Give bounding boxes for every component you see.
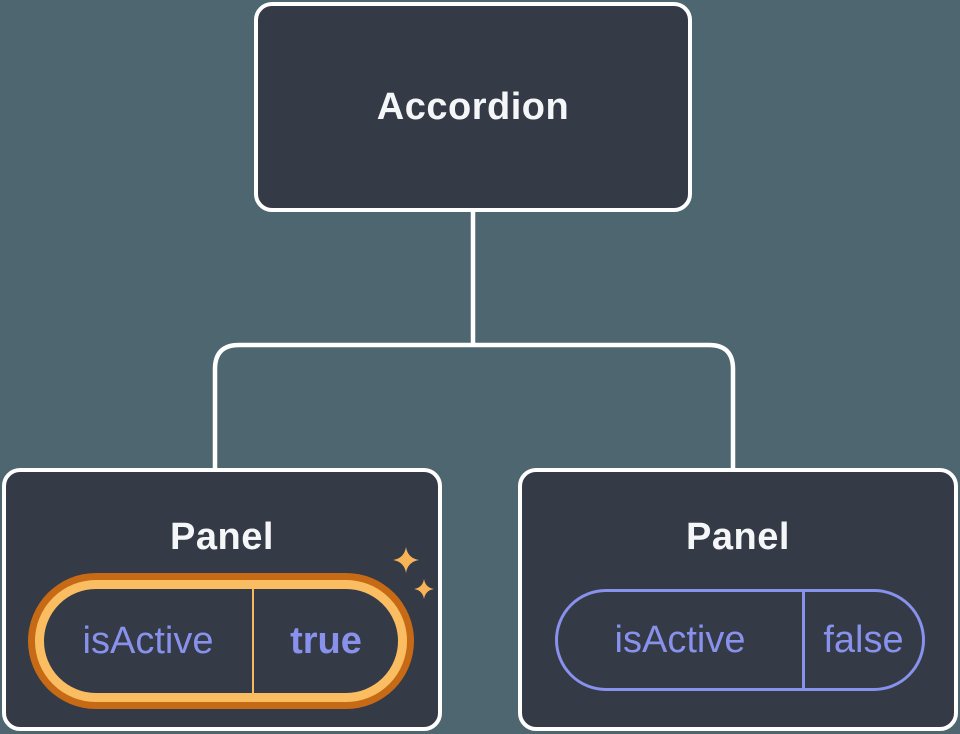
accordion-label: Accordion bbox=[376, 85, 570, 128]
panel-label: Panel bbox=[686, 516, 790, 558]
sparkles-icon bbox=[393, 547, 434, 599]
state-value-label: false bbox=[823, 618, 904, 661]
state-pill-inactive: isActive false bbox=[555, 589, 925, 691]
panel-node-active: Panel isActive true bbox=[2, 468, 442, 731]
panel-node-inactive: Panel isActive false bbox=[518, 468, 958, 731]
accordion-node: Accordion bbox=[254, 2, 692, 212]
state-pill-active-inner: isActive true bbox=[35, 580, 407, 702]
state-pill-active: isActive true bbox=[28, 573, 414, 709]
state-key-label: isActive bbox=[558, 592, 805, 688]
state-value-label: true bbox=[290, 619, 362, 662]
panel-label: Panel bbox=[170, 516, 274, 558]
state-key-label: isActive bbox=[44, 589, 254, 693]
